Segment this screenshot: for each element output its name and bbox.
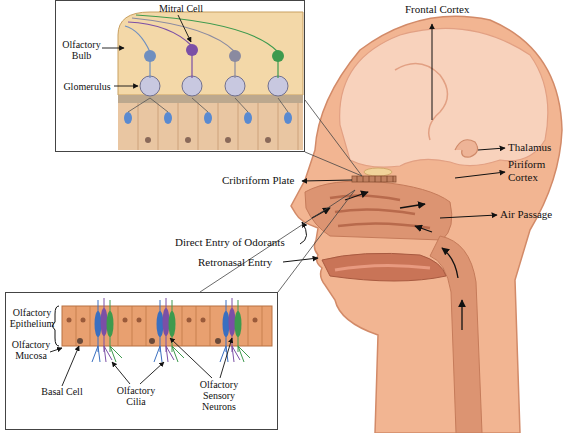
airflow-arrows [312,192,462,330]
part-label: Mitral Cell [151,3,211,14]
part-label: Olfactory Sensory Neurons [189,379,249,412]
structure-label: Piriform Cortex [508,158,558,183]
part-label: Basal Cell [41,386,83,397]
inset-box: Olfactory Bulb Mitral CellGlomerulus [55,0,305,152]
part-label: Olfactory Cilia [113,385,159,407]
structure-label: Cribriform Plate [222,174,304,187]
head-profile [291,16,562,433]
label-arrows [283,24,505,262]
structure-label: Retronasal Entry [198,256,288,269]
structure-label: Air Passage [500,208,570,221]
structure-label: Frontal Cortex [405,3,495,16]
inset-box: Olfactory EpitheliumOlfactory MucosaBasa… [5,292,278,430]
structure-label: Direct Entry of Odorants [175,236,305,249]
part-label: Olfactory Epithelium [8,307,56,329]
part-label: Olfactory Mucosa [8,339,54,361]
epithelium-inset-drawing [50,298,272,386]
bulb-inset-drawing [102,12,303,150]
part-label: Olfactory Bulb [59,39,104,61]
structure-label: Thalamus [508,141,568,154]
part-label: Glomerulus [59,81,115,92]
